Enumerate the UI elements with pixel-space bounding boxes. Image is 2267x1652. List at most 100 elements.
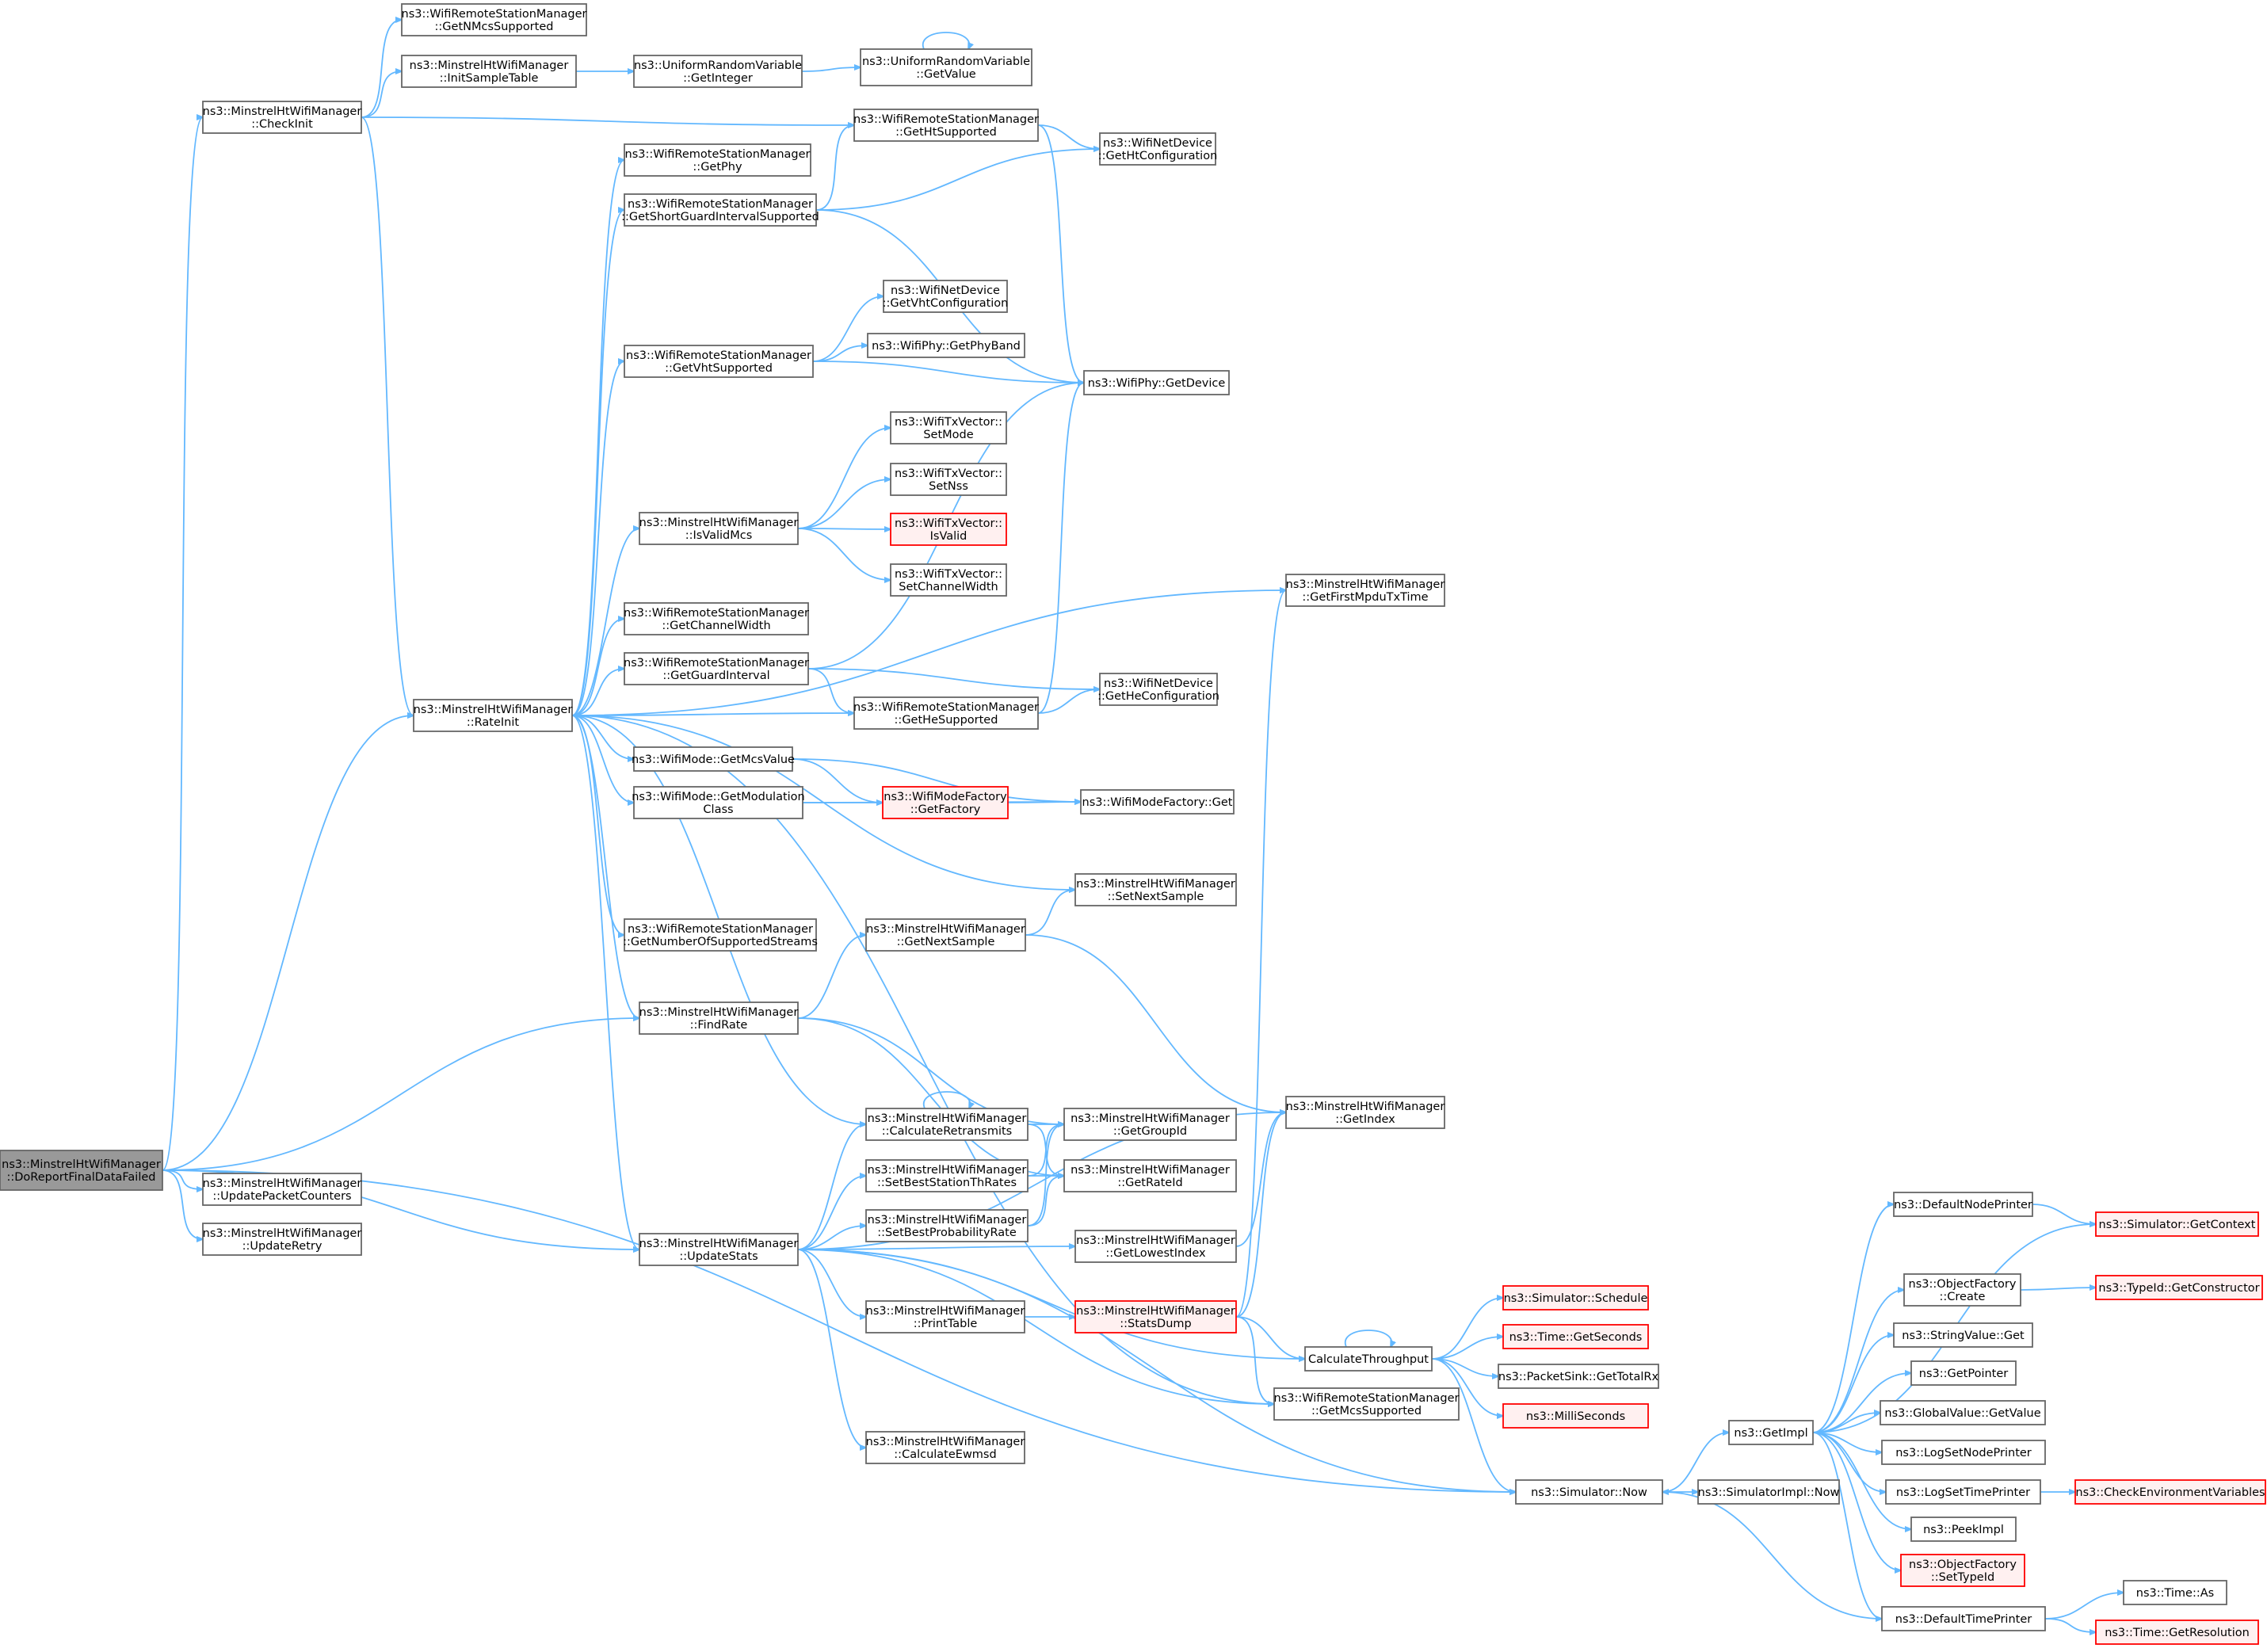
- graph-node-getfactory[interactable]: ns3::WifiModeFactory::GetFactory: [882, 786, 1009, 819]
- node-box: [1728, 1420, 1814, 1445]
- graph-node-simimplnow[interactable]: ns3::SimulatorImpl::Now: [1697, 1479, 1840, 1505]
- graph-node-getsgi[interactable]: ns3::WifiRemoteStationManager::GetShortG…: [621, 193, 819, 227]
- edge-getimpl-to-defnodeprinter: [1812, 1204, 1894, 1433]
- edge-findrate-to-getnextsample: [797, 935, 866, 1019]
- graph-node-schedule[interactable]: ns3::Simulator::Schedule: [1502, 1285, 1649, 1311]
- graph-node-getgi[interactable]: ns3::WifiRemoteStationManager::GetGuardI…: [624, 652, 809, 685]
- node-label: ns3::WifiPhy::GetDevice: [1088, 377, 1226, 390]
- node-label: ::UpdateStats: [679, 1250, 758, 1263]
- edge-rateinit-to-getvhtsup: [571, 361, 624, 716]
- node-label: ::GetHtSupported: [895, 126, 997, 139]
- node-label: ns3::Simulator::Now: [1531, 1486, 1647, 1499]
- edge-rateinit-to-getfirstmpdu: [571, 590, 1286, 716]
- graph-node-logsettime[interactable]: ns3::LogSetTimePrinter: [1885, 1479, 2041, 1505]
- graph-node-getvhtconf[interactable]: ns3::WifiNetDevice::GetVhtConfiguration: [883, 280, 1009, 313]
- graph-node-gvgetvalue[interactable]: ns3::GlobalValue::GetValue: [1880, 1400, 2046, 1425]
- graph-node-getdevice[interactable]: ns3::WifiPhy::GetDevice: [1083, 370, 1230, 395]
- graph-node-getseconds[interactable]: ns3::Time::GetSeconds: [1502, 1324, 1649, 1349]
- graph-node-urvgetint[interactable]: ns3::UniformRandomVariable::GetInteger: [633, 55, 803, 88]
- graph-node-initsample[interactable]: ns3::MinstrelHtWifiManager::InitSampleTa…: [401, 55, 577, 88]
- graph-node-updateretry[interactable]: ns3::MinstrelHtWifiManager::UpdateRetry: [202, 1223, 362, 1256]
- graph-node-getgroupid[interactable]: ns3::MinstrelHtWifiManager::GetGroupId: [1063, 1108, 1237, 1141]
- graph-node-calcthroughput[interactable]: CalculateThroughput: [1304, 1346, 1433, 1372]
- graph-node-updatestats[interactable]: ns3::MinstrelHtWifiManager::UpdateStats: [639, 1233, 799, 1266]
- node-box: [1099, 673, 1218, 706]
- graph-node-deftimeprinter[interactable]: ns3::DefaultTimePrinter: [1881, 1606, 2046, 1631]
- graph-node-isvalid[interactable]: ns3::WifiTxVector::IsValid: [890, 513, 1007, 546]
- graph-node-getmcssup[interactable]: ns3::WifiRemoteStationManager::GetMcsSup…: [1273, 1387, 1460, 1421]
- graph-node-updatepkt[interactable]: ns3::MinstrelHtWifiManager::UpdatePacket…: [202, 1173, 362, 1206]
- graph-node-getindex[interactable]: ns3::MinstrelHtWifiManager::GetIndex: [1285, 1096, 1445, 1129]
- edge-getmcsval-to-wmfget: [792, 758, 1081, 802]
- graph-node-setbestth[interactable]: ns3::MinstrelHtWifiManager::SetBestStati…: [865, 1159, 1029, 1192]
- edge-updatestats-to-printtable: [797, 1249, 866, 1317]
- node-label: ::GetIndex: [1335, 1113, 1395, 1126]
- graph-node-strvalget[interactable]: ns3::StringValue::Get: [1893, 1322, 2033, 1348]
- edge-rateinit-to-getgi: [571, 669, 624, 716]
- graph-node-getpointer[interactable]: ns3::GetPointer: [1910, 1360, 2017, 1386]
- graph-node-getresolution[interactable]: ns3::Time::GetResolution: [2095, 1620, 2259, 1645]
- graph-node-setchw[interactable]: ns3::WifiTxVector::SetChannelWidth: [890, 563, 1007, 597]
- graph-node-calcewmsd[interactable]: ns3::MinstrelHtWifiManager::CalculateEwm…: [865, 1431, 1025, 1464]
- edge-rateinit-to-updatestats: [571, 715, 639, 1249]
- graph-node-timeas[interactable]: ns3::Time::As: [2123, 1580, 2227, 1605]
- node-label: ns3::MinstrelHtWifiManager: [866, 1305, 1025, 1318]
- node-box: [890, 563, 1007, 597]
- graph-node-wmfget[interactable]: ns3::WifiModeFactory::Get: [1080, 789, 1235, 815]
- graph-node-checkenv[interactable]: ns3::CheckEnvironmentVariables: [2074, 1479, 2266, 1505]
- node-label: ns3::MinstrelHtWifiManager: [868, 1214, 1027, 1227]
- graph-node-getfirstmpdu[interactable]: ns3::MinstrelHtWifiManager::GetFirstMpdu…: [1285, 574, 1445, 607]
- graph-node-getcontext[interactable]: ns3::Simulator::GetContext: [2095, 1211, 2259, 1237]
- graph-node-gethesup[interactable]: ns3::WifiRemoteStationManager::GetHeSupp…: [853, 696, 1039, 730]
- graph-node-checkinit[interactable]: ns3::MinstrelHtWifiManager::CheckInit: [202, 101, 362, 134]
- graph-node-urvgetval[interactable]: ns3::UniformRandomVariable::GetValue: [860, 48, 1032, 86]
- graph-node-getrateid[interactable]: ns3::MinstrelHtWifiManager::GetRateId: [1063, 1159, 1237, 1192]
- graph-node-statsdump[interactable]: ns3::MinstrelHtWifiManager::StatsDump: [1074, 1300, 1237, 1333]
- graph-node-getmcsval[interactable]: ns3::WifiMode::GetMcsValue: [632, 746, 795, 772]
- node-box: [1910, 1360, 2017, 1386]
- graph-node-findrate[interactable]: ns3::MinstrelHtWifiManager::FindRate: [639, 1002, 799, 1035]
- graph-node-defnodeprinter[interactable]: ns3::DefaultNodePrinter: [1893, 1192, 2033, 1217]
- graph-node-getphy[interactable]: ns3::WifiRemoteStationManager::GetPhy: [624, 143, 811, 177]
- graph-node-setnss[interactable]: ns3::WifiTxVector::SetNss: [890, 463, 1007, 496]
- graph-node-getchw[interactable]: ns3::WifiRemoteStationManager::GetChanne…: [624, 602, 809, 635]
- graph-node-rateinit[interactable]: ns3::MinstrelHtWifiManager::RateInit: [413, 699, 573, 732]
- graph-node-isvalidmcs[interactable]: ns3::MinstrelHtWifiManager::IsValidMcs: [639, 512, 799, 545]
- graph-node-simnow[interactable]: ns3::Simulator::Now: [1515, 1479, 1663, 1505]
- graph-node-setbestprob[interactable]: ns3::MinstrelHtWifiManager::SetBestProba…: [865, 1209, 1029, 1242]
- node-box: [624, 918, 817, 952]
- graph-node-millis[interactable]: ns3::MilliSeconds: [1502, 1403, 1649, 1429]
- graph-node-getnmcs[interactable]: ns3::WifiRemoteStationManager::GetNMcsSu…: [401, 3, 587, 36]
- node-box: [639, 1233, 799, 1266]
- edge-rateinit-to-gethesup: [571, 713, 854, 715]
- edge-getsgi-to-gethtconf: [815, 149, 1100, 211]
- node-label: ns3::DefaultTimePrinter: [1895, 1613, 2032, 1626]
- graph-node-getvhtsup[interactable]: ns3::WifiRemoteStationManager::GetVhtSup…: [624, 345, 814, 378]
- graph-node-ofsettypeid[interactable]: ns3::ObjectFactory::SetTypeId: [1900, 1554, 2025, 1587]
- node-label: ::GetNextSample: [897, 936, 995, 948]
- graph-node-gethtconf[interactable]: ns3::WifiNetDevice::GetHtConfiguration: [1098, 132, 1218, 166]
- graph-node-getheconf[interactable]: ns3::WifiNetDevice::GetHeConfiguration: [1097, 673, 1219, 706]
- node-label: ::UpdateRetry: [242, 1240, 322, 1253]
- graph-node-getnextsample[interactable]: ns3::MinstrelHtWifiManager::GetNextSampl…: [865, 918, 1026, 952]
- graph-node-getconstructor[interactable]: ns3::TypeId::GetConstructor: [2095, 1275, 2263, 1300]
- graph-node-gethtsup[interactable]: ns3::WifiRemoteStationManager::GetHtSupp…: [853, 109, 1039, 142]
- graph-node-gettotalrx[interactable]: ns3::PacketSink::GetTotalRx: [1498, 1364, 1659, 1389]
- graph-node-logsetnode[interactable]: ns3::LogSetNodePrinter: [1881, 1440, 2046, 1465]
- graph-node-setnextsample[interactable]: ns3::MinstrelHtWifiManager::SetNextSampl…: [1074, 873, 1237, 906]
- node-label: ::GetHtConfiguration: [1098, 150, 1218, 162]
- graph-node-getimpl[interactable]: ns3::GetImpl: [1728, 1420, 1814, 1445]
- graph-node-getnumstreams[interactable]: ns3::WifiRemoteStationManager::GetNumber…: [623, 918, 818, 952]
- node-box: [890, 463, 1007, 496]
- graph-node-calcretrans[interactable]: ns3::MinstrelHtWifiManager::CalculateRet…: [865, 1108, 1029, 1141]
- node-label: ::GetNMcsSupported: [435, 21, 554, 33]
- graph-node-getlowest[interactable]: ns3::MinstrelHtWifiManager::GetLowestInd…: [1074, 1230, 1237, 1263]
- graph-node-setmode[interactable]: ns3::WifiTxVector::SetMode: [890, 411, 1007, 444]
- graph-node-root[interactable]: ns3::MinstrelHtWifiManager::DoReportFina…: [0, 1150, 163, 1191]
- graph-node-getphyband[interactable]: ns3::WifiPhy::GetPhyBand: [867, 333, 1025, 358]
- graph-node-ofcreate[interactable]: ns3::ObjectFactory::Create: [1903, 1273, 2021, 1307]
- graph-node-printtable[interactable]: ns3::MinstrelHtWifiManager::PrintTable: [865, 1300, 1025, 1333]
- graph-node-peekimpl[interactable]: ns3::PeekImpl: [1910, 1517, 2017, 1542]
- node-label: Class: [703, 803, 733, 816]
